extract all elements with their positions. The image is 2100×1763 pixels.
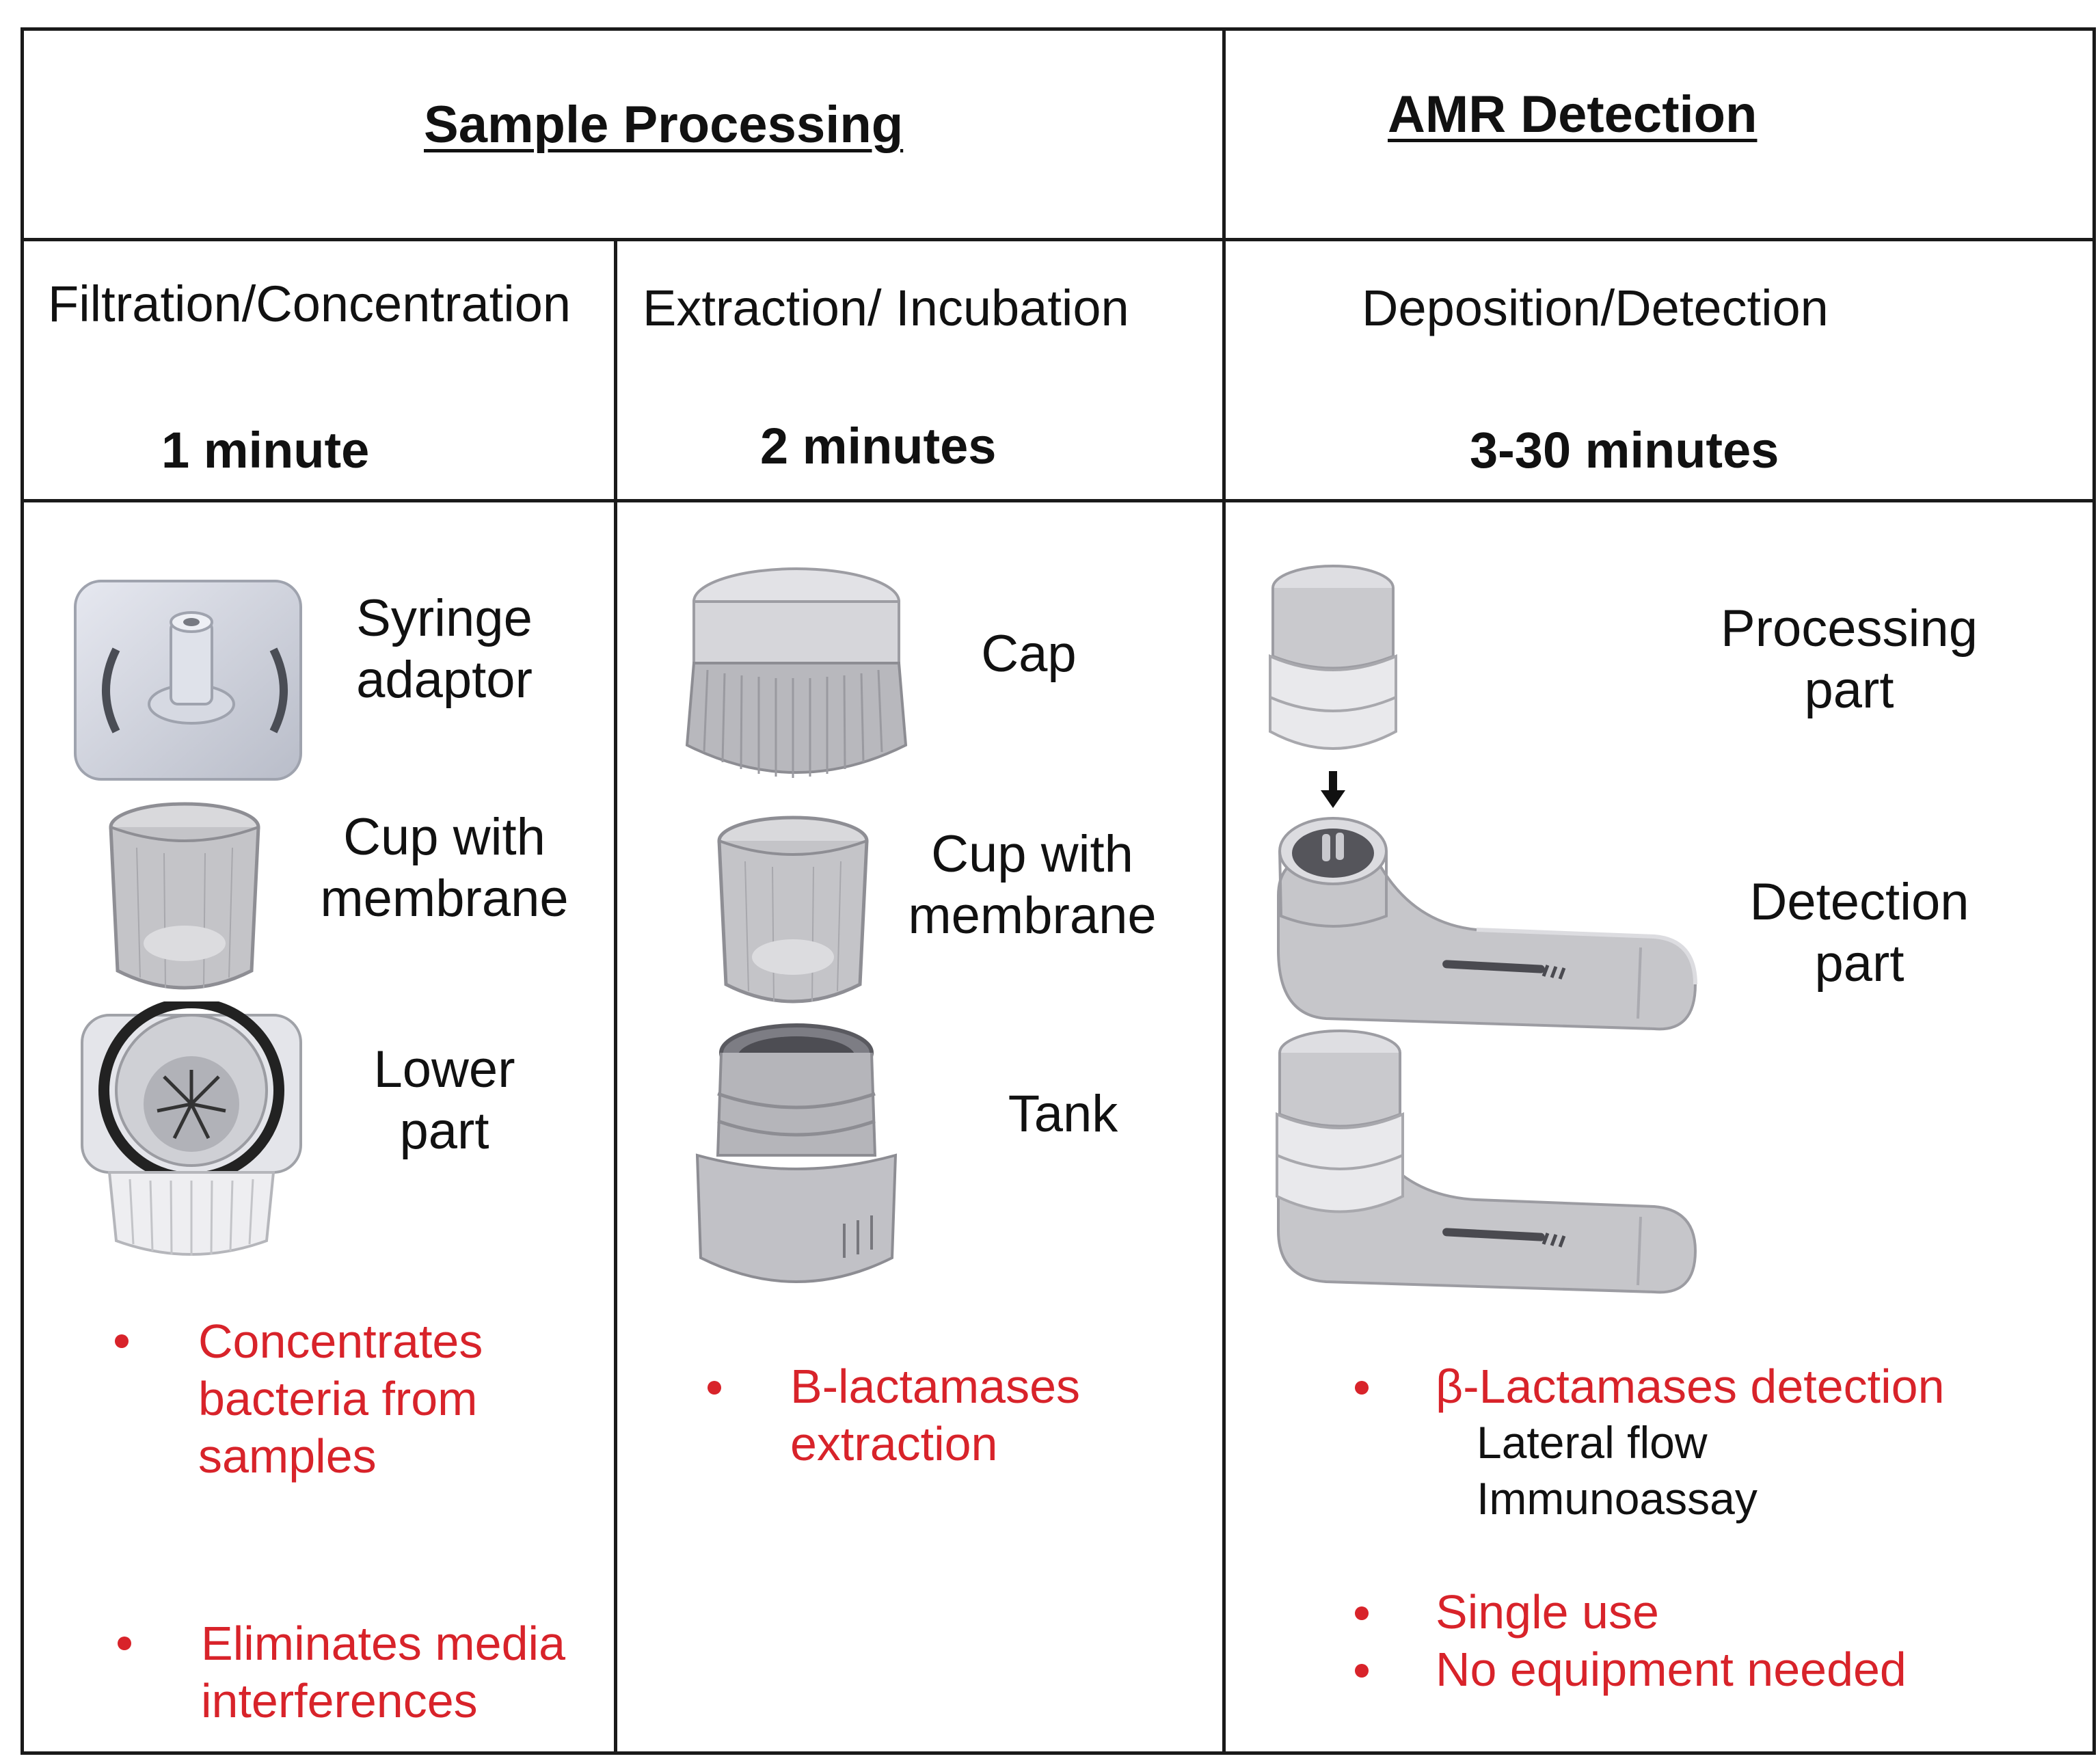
part-label-processing-part-text: Processing part (1721, 600, 1978, 719)
bullet-dot (1355, 1664, 1369, 1678)
tank-illustration (695, 1023, 898, 1283)
assembled-device-illustration (1276, 1029, 1697, 1294)
amr-detection-header: AMR Detection (1388, 85, 1758, 144)
phase-duration-extraction: 2 minutes (760, 418, 997, 474)
cup-with-membrane-illustration-2 (717, 816, 869, 1004)
cap-illustration (685, 567, 908, 778)
part-label-cup-membrane-2: Cup with membrane (889, 824, 1176, 947)
bullet-eliminates-interferences: Eliminates media interferences (201, 1617, 565, 1727)
part-label-lower-part-text: Lower part (373, 1040, 515, 1160)
bullet-b-lactamases-extraction: B-lactamases extraction (790, 1360, 1081, 1470)
sample-processing-header: Sample Processing (424, 96, 904, 154)
part-label-cup-membrane-1: Cup with membrane (301, 807, 588, 930)
table-bottom-border (21, 1751, 2096, 1755)
phase-duration-filtration: 1 minute (161, 422, 370, 479)
part-label-syringe-adaptor: Syringe adaptor (342, 588, 547, 711)
part-label-cap: Cap (981, 625, 1077, 683)
part-label-detection-part: Detection part (1736, 872, 1982, 995)
phase-row-divider (21, 499, 2096, 502)
part-label-tank: Tank (1008, 1085, 1118, 1143)
part-label-detection-part-text: Detection part (1749, 873, 1969, 993)
bullet-dot (708, 1381, 721, 1395)
bullet-dot (118, 1637, 131, 1650)
part-label-cup-membrane-2-text: Cup with membrane (908, 825, 1157, 945)
bullet-b-lactamases-detection: β-Lactamases detection (1436, 1360, 1945, 1413)
bullet-dot (1355, 1606, 1369, 1620)
phase-title-deposition: Deposition/Detection (1362, 280, 1829, 336)
syringe-adaptor-illustration (74, 580, 302, 781)
part-label-syringe-adaptor-text: Syringe adaptor (356, 589, 533, 709)
insert-arrow-icon (1321, 771, 1345, 808)
detection-part-illustration (1277, 817, 1697, 1031)
cup-with-membrane-illustration-1 (109, 802, 260, 990)
column-divider-1 (614, 238, 617, 1755)
processing-part-illustration (1269, 565, 1397, 750)
sub-line-immunoassay: Immunoassay (1477, 1473, 1758, 1524)
lower-part-illustration (81, 1001, 302, 1256)
header-row-divider (21, 238, 2096, 241)
table-right-border (2092, 27, 2096, 1755)
phase-duration-deposition: 3-30 minutes (1470, 422, 1779, 479)
table-top-border (21, 27, 2096, 31)
phase-title-filtration: Filtration/Concentration (48, 275, 571, 332)
bullet-no-equipment: No equipment needed (1436, 1643, 1907, 1696)
part-label-lower-part: Lower part (355, 1039, 533, 1162)
bullet-dot (1355, 1381, 1369, 1395)
bullet-dot (115, 1334, 129, 1348)
column-divider-2 (1222, 27, 1226, 1755)
part-label-cup-membrane-1-text: Cup with membrane (320, 808, 569, 928)
sub-line-lateral-flow: Lateral flow (1477, 1417, 1708, 1468)
bullet-concentrates-bacteria: Concentrates bacteria from samples (198, 1315, 483, 1483)
phase-title-extraction: Extraction/ Incubation (643, 280, 1129, 336)
part-label-processing-part: Processing part (1702, 598, 1996, 721)
table-left-border (21, 27, 24, 1755)
bullet-single-use: Single use (1436, 1585, 1659, 1639)
